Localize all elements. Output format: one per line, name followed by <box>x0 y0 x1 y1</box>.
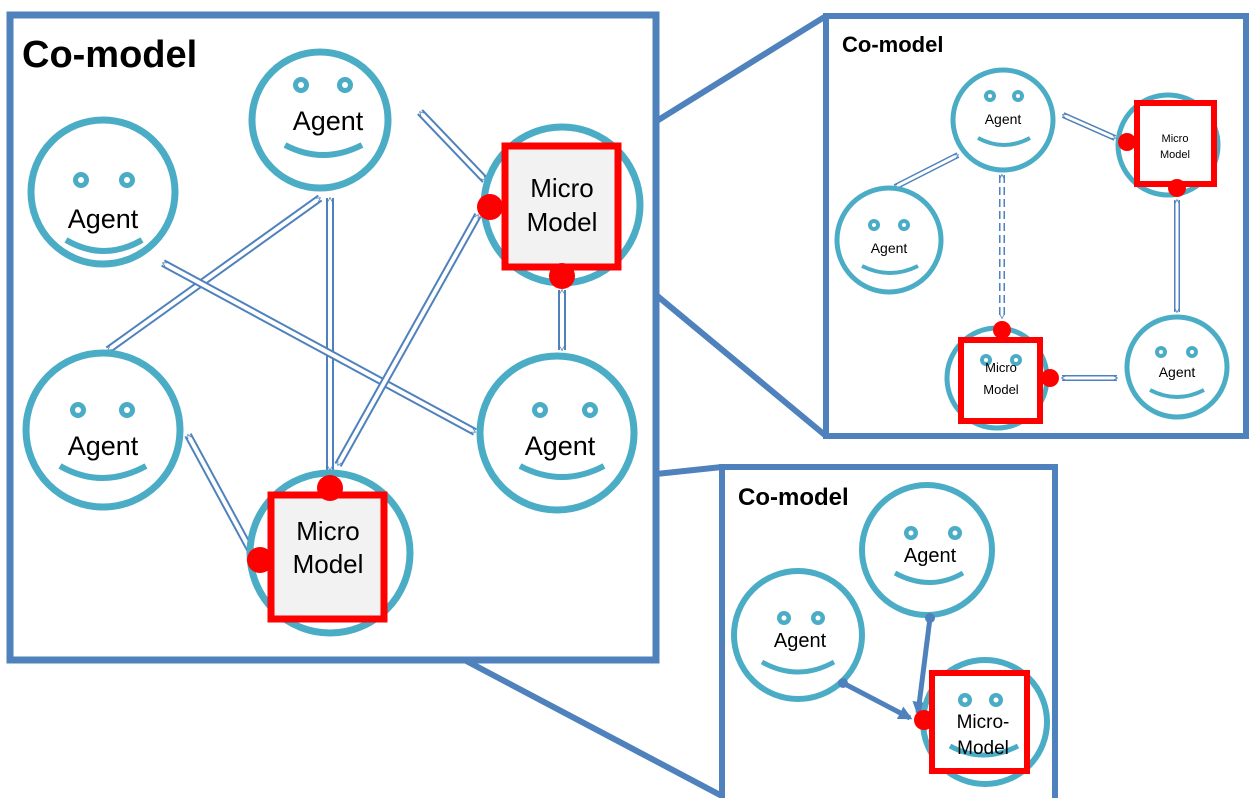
agent-smile-icon <box>948 743 1020 758</box>
agent-label: Agent <box>1159 364 1196 380</box>
micro-model-node: Micro Model <box>477 123 644 289</box>
agent-smile-icon <box>283 142 364 158</box>
port-icon <box>1041 369 1059 387</box>
micro-model-label-line1: Micro <box>1162 133 1189 145</box>
agent-eyes-icon <box>1155 346 1198 358</box>
micro-model-label-line1: Micro- <box>957 712 1010 733</box>
agent-node: Agent <box>248 48 392 192</box>
agent-node: Agent <box>950 67 1056 173</box>
arrow-double <box>184 433 256 555</box>
bottom-right-title: Co-model <box>738 484 849 511</box>
main-title: Co-model <box>22 34 197 76</box>
port-icon <box>477 194 503 220</box>
agent-label: Agent <box>871 240 908 256</box>
agent-smile-icon <box>58 463 148 481</box>
port-icon <box>993 321 1011 339</box>
arrow-double <box>893 152 960 190</box>
bottom-right-arrows <box>838 613 935 721</box>
port-icon <box>1168 179 1186 197</box>
micro-model-label-line2: Model <box>957 738 1009 759</box>
micro-model-node: Micro- Model <box>914 657 1050 787</box>
micro-model-node: Micro Model <box>246 469 414 637</box>
main-arrows <box>105 109 566 555</box>
agent-eyes-icon <box>70 402 135 418</box>
top-right-arrows <box>893 112 1180 381</box>
agent-node: Agent <box>1124 314 1230 420</box>
micro-model-label-line2: Model <box>983 382 1019 397</box>
arrow-double <box>417 109 488 183</box>
micro-model-label-line2: Model <box>1160 149 1190 161</box>
micro-model-label-line1: Micro <box>530 173 594 203</box>
arrow-double <box>334 213 482 467</box>
arrow-single <box>838 678 913 721</box>
agent-smile-icon <box>977 136 1031 147</box>
agent-eyes-icon <box>532 402 598 418</box>
agent-node: Agent <box>27 116 179 268</box>
port-icon <box>914 710 934 730</box>
agent-label: Agent <box>68 431 139 461</box>
port-icon <box>317 475 343 501</box>
agent-eyes-icon <box>958 693 1003 707</box>
micro-model-box <box>958 337 1043 424</box>
port-icon <box>1118 133 1136 151</box>
agent-node: Agent <box>22 349 184 511</box>
micro-model-label-line2: Model <box>293 549 364 579</box>
micro-model-box <box>267 491 388 623</box>
agent-label: Agent <box>985 111 1022 127</box>
micro-model-node: Micro Model <box>1115 92 1221 198</box>
top-right-co-model-panel: Co-model <box>823 13 1249 439</box>
agent-label: Agent <box>68 204 139 234</box>
micro-model-label-line2: Model <box>527 207 598 237</box>
micro-model-label-line1: Micro <box>296 516 360 546</box>
port-icon <box>247 547 273 573</box>
main-co-model-panel: Co-model <box>6 11 660 664</box>
agent-label: Agent <box>774 630 827 652</box>
agent-smile-icon <box>518 463 606 480</box>
bottom-right-co-model-panel: Co-model Agent Agent <box>719 464 1058 798</box>
agent-eyes-icon <box>73 172 135 188</box>
agent-label: Agent <box>293 106 364 136</box>
agent-node: Agent <box>476 352 638 514</box>
agent-eyes-icon <box>293 77 353 93</box>
agent-eyes-icon <box>904 526 962 540</box>
arrow-double <box>1063 112 1115 141</box>
agent-label: Agent <box>904 545 957 567</box>
agent-eyes-icon <box>984 90 1024 102</box>
agent-smile-icon <box>893 570 965 585</box>
arrow-single <box>912 613 935 716</box>
agent-label: Agent <box>525 431 596 461</box>
agent-smile-icon <box>1149 388 1205 399</box>
agent-smile-icon <box>760 659 836 675</box>
micro-model-node: Micro Model <box>944 321 1059 431</box>
agent-node: Agent <box>731 568 865 702</box>
micro-model-box <box>1134 100 1217 187</box>
agent-eyes-icon <box>777 611 825 625</box>
agent-node: Agent <box>859 482 995 618</box>
port-icon <box>549 263 575 289</box>
agent-smile-icon <box>861 264 919 275</box>
agent-eyes-icon <box>980 354 1022 366</box>
agent-smile-icon <box>64 237 144 254</box>
agent-node: Agent <box>834 185 944 295</box>
micro-model-label-line1: Micro <box>985 360 1017 375</box>
agent-eyes-icon <box>868 219 910 231</box>
top-right-title: Co-model <box>842 32 943 57</box>
